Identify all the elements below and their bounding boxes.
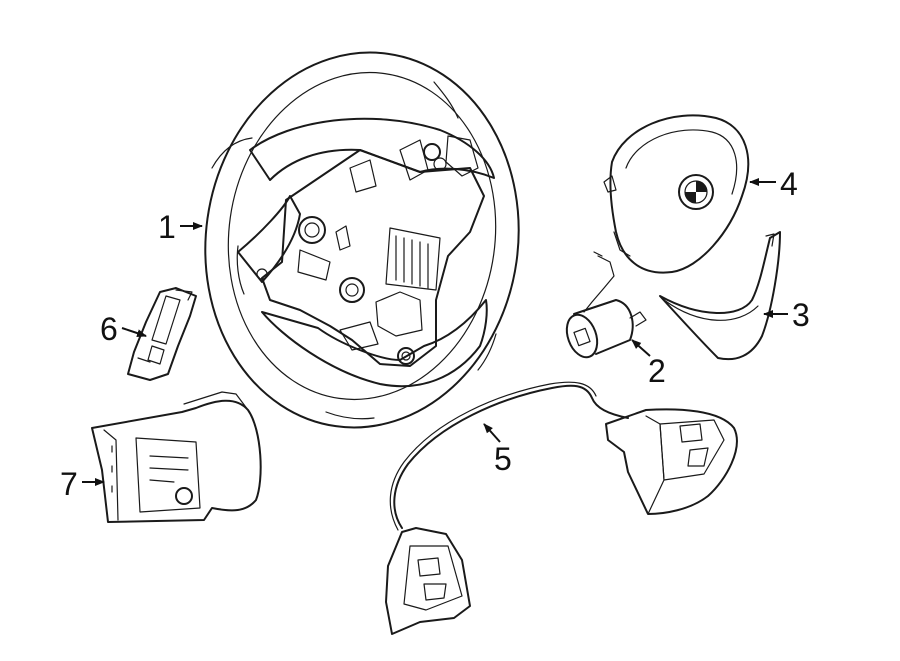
callout-4: 4 bbox=[780, 166, 798, 202]
airbag-module bbox=[603, 114, 750, 274]
steering-wheel bbox=[204, 51, 520, 429]
multifunction-switch-assembly bbox=[385, 381, 738, 635]
steering-wheel-trim-cover bbox=[659, 231, 781, 361]
lower-trim-panel bbox=[91, 391, 262, 523]
leader-6 bbox=[121, 327, 147, 337]
leader-2 bbox=[631, 339, 651, 357]
callout-6: 6 bbox=[100, 311, 118, 347]
callout-5: 5 bbox=[494, 441, 512, 477]
callout-2: 2 bbox=[648, 353, 666, 389]
callout-1: 1 bbox=[158, 209, 176, 245]
switch-module bbox=[127, 287, 197, 381]
clock-spring-sensor bbox=[565, 251, 647, 359]
leader-5 bbox=[483, 423, 501, 443]
callout-leaders bbox=[82, 178, 788, 486]
callout-3: 3 bbox=[792, 297, 810, 333]
callout-7: 7 bbox=[60, 466, 78, 502]
callout-labels: 1 2 3 4 5 6 7 bbox=[60, 166, 810, 502]
